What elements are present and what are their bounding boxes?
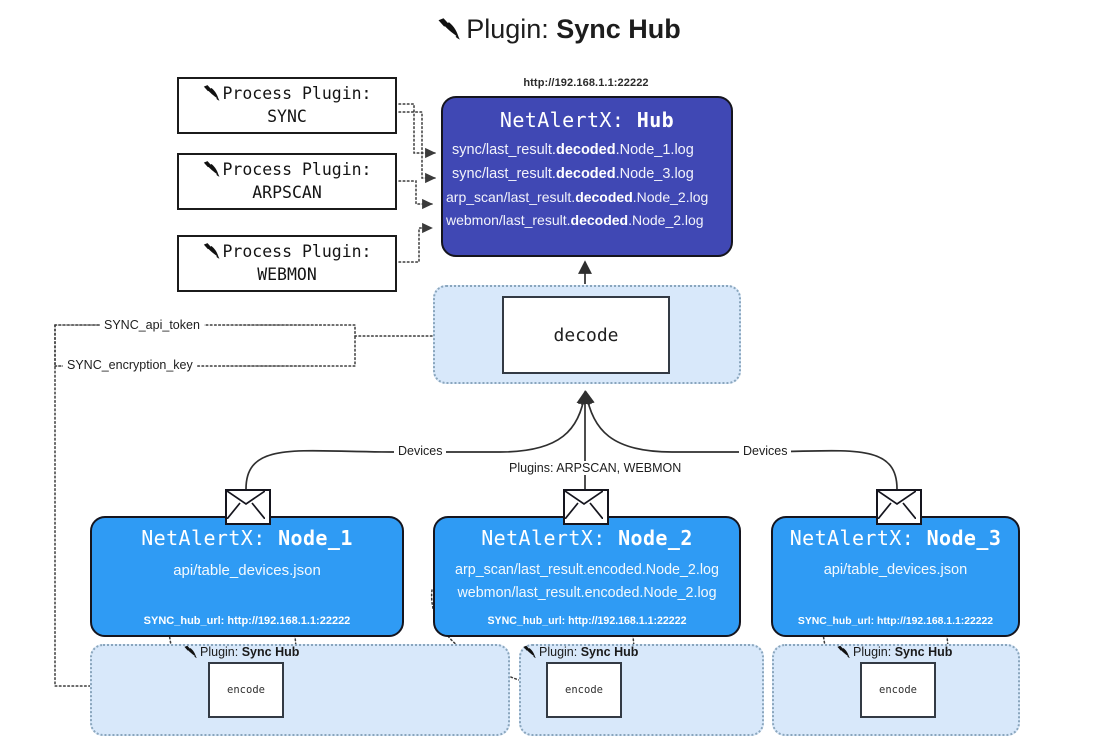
log-pre: webmon/last_result. — [446, 212, 571, 229]
hub-log-line: arp_scan/last_result.decoded.Node_2.log — [443, 186, 731, 209]
encoder-label-prefix: Plugin: — [853, 645, 892, 659]
hub-box[interactable]: NetAlertX: Hub sync/last_result.decoded.… — [441, 96, 733, 257]
log-post: .Node_3.log — [615, 166, 694, 183]
page-title: Plugin: Sync Hub — [0, 14, 1117, 48]
process-plugin-label: Process Plugin: — [222, 159, 372, 179]
edge-arpscan-to-log3 — [398, 180, 433, 210]
log-pre: arp_scan/last_result. — [446, 189, 576, 206]
edge-label-devices-left: Devices — [394, 444, 447, 458]
hub-url-label: http://192.168.1.1:22222 — [523, 77, 649, 89]
process-plugin-arpscan[interactable]: Process Plugin: ARPSCAN — [177, 153, 397, 210]
node-line: arp_scan/last_result.encoded.Node_2.log — [455, 562, 719, 578]
plug-icon — [202, 84, 221, 107]
node-box-node-1[interactable]: NetAlertX: Node_1 api/table_devices.json… — [90, 516, 404, 637]
edge-node1-devices-to-decode — [245, 390, 591, 490]
node-title: NetAlertX: Node_1 — [92, 526, 402, 550]
log-pre: sync/last_result. — [452, 142, 556, 158]
envelope-icon — [876, 489, 922, 525]
page-title-name: Sync Hub — [556, 14, 681, 44]
node-hub-url: SYNC_hub_url: http://192.168.1.1:22222 — [143, 615, 351, 627]
process-plugin-sync[interactable]: Process Plugin: SYNC — [177, 77, 397, 134]
plug-icon — [522, 645, 537, 662]
node-hub-url: SYNC_hub_url: http://192.168.1.1:22222 — [797, 616, 994, 627]
envelope-icon — [225, 489, 271, 525]
hub-title-name: Hub — [636, 108, 675, 132]
encoder-label-name: Sync Hub — [241, 645, 300, 659]
encoder-plugin-label-node-3: Plugin: Sync Hub — [836, 645, 952, 662]
edge-enckey-join — [54, 335, 356, 367]
plug-icon — [183, 645, 198, 662]
edge-label-devices-right: Devices — [739, 444, 792, 458]
hub-log-line: sync/last_result.decoded.Node_3.log — [443, 162, 731, 186]
node-title-name: Node_1 — [278, 526, 353, 550]
log-em: decoded — [570, 212, 629, 229]
plug-icon — [836, 645, 851, 662]
edge-sync-to-log1 — [398, 103, 436, 159]
log-post: .Node_2.log — [632, 189, 709, 206]
page-title-prefix: Plugin: — [466, 14, 549, 44]
edge-secrets-to-decode — [54, 324, 498, 342]
plug-icon — [436, 17, 462, 48]
plug-icon — [202, 160, 221, 183]
process-plugin-webmon[interactable]: Process Plugin: WEBMON — [177, 235, 397, 292]
node-title-name: Node_2 — [618, 526, 693, 550]
process-plugin-label: Process Plugin: — [222, 241, 372, 261]
node-title-prefix: NetAlertX: — [789, 526, 915, 550]
node-box-node-3[interactable]: NetAlertX: Node_3 api/table_devices.json… — [771, 516, 1020, 637]
log-em: decoded — [555, 142, 616, 158]
plug-icon — [202, 242, 221, 265]
edge-label-plugins: Plugins: ARPSCAN, WEBMON — [505, 461, 686, 475]
envelope-icon — [563, 489, 609, 525]
hub-title: NetAlertX: Hub — [443, 108, 731, 132]
log-post: .Node_1.log — [615, 142, 694, 158]
node-title-name: Node_3 — [926, 526, 1002, 550]
encoder-label-prefix: Plugin: — [200, 645, 239, 659]
process-plugin-label: Process Plugin: — [222, 83, 372, 103]
log-em: decoded — [555, 166, 616, 183]
encoder-plugin-label-node-1: Plugin: Sync Hub — [183, 645, 299, 662]
label-sync-encryption-key: SYNC_encryption_key — [63, 358, 197, 372]
edge-webmon-to-log4 — [398, 222, 433, 263]
process-plugin-name: ARPSCAN — [252, 183, 322, 202]
hub-log-line: sync/last_result.decoded.Node_1.log — [443, 138, 731, 162]
node-title-prefix: NetAlertX: — [481, 526, 606, 550]
encoder-plugin-label-node-2: Plugin: Sync Hub — [522, 645, 638, 662]
encoder-label-name: Sync Hub — [894, 645, 953, 659]
decode-box[interactable]: decode — [502, 296, 670, 374]
node-box-node-2[interactable]: NetAlertX: Node_2 arp_scan/last_result.e… — [433, 516, 741, 637]
node-line: api/table_devices.json — [173, 562, 321, 579]
hub-log-line: webmon/last_result.decoded.Node_2.log — [443, 209, 731, 232]
log-em: decoded — [575, 189, 633, 206]
label-sync-api-token: SYNC_api_token — [100, 318, 204, 332]
hub-title-prefix: NetAlertX: — [499, 108, 625, 132]
node-title: NetAlertX: Node_2 — [435, 526, 739, 550]
encoder-label-name: Sync Hub — [580, 645, 639, 659]
node-line: api/table_devices.json — [823, 562, 968, 578]
encode-box-node-3[interactable]: encode — [860, 662, 936, 718]
encode-box-node-2[interactable]: encode — [546, 662, 622, 718]
edge-sync-to-log2 — [398, 111, 436, 184]
node-title-prefix: NetAlertX: — [141, 526, 266, 550]
node-line: webmon/last_result.encoded.Node_2.log — [457, 585, 717, 602]
process-plugin-name: WEBMON — [257, 265, 317, 284]
node-title: NetAlertX: Node_3 — [773, 526, 1018, 550]
log-pre: sync/last_result. — [452, 166, 556, 183]
encoder-container-node-1 — [90, 644, 510, 736]
process-plugin-name: SYNC — [267, 107, 307, 126]
encoder-label-prefix: Plugin: — [539, 645, 578, 659]
log-post: .Node_2.log — [628, 212, 704, 229]
encode-box-node-1[interactable]: encode — [208, 662, 284, 718]
node-hub-url: SYNC_hub_url: http://192.168.1.1:22222 — [487, 615, 687, 627]
